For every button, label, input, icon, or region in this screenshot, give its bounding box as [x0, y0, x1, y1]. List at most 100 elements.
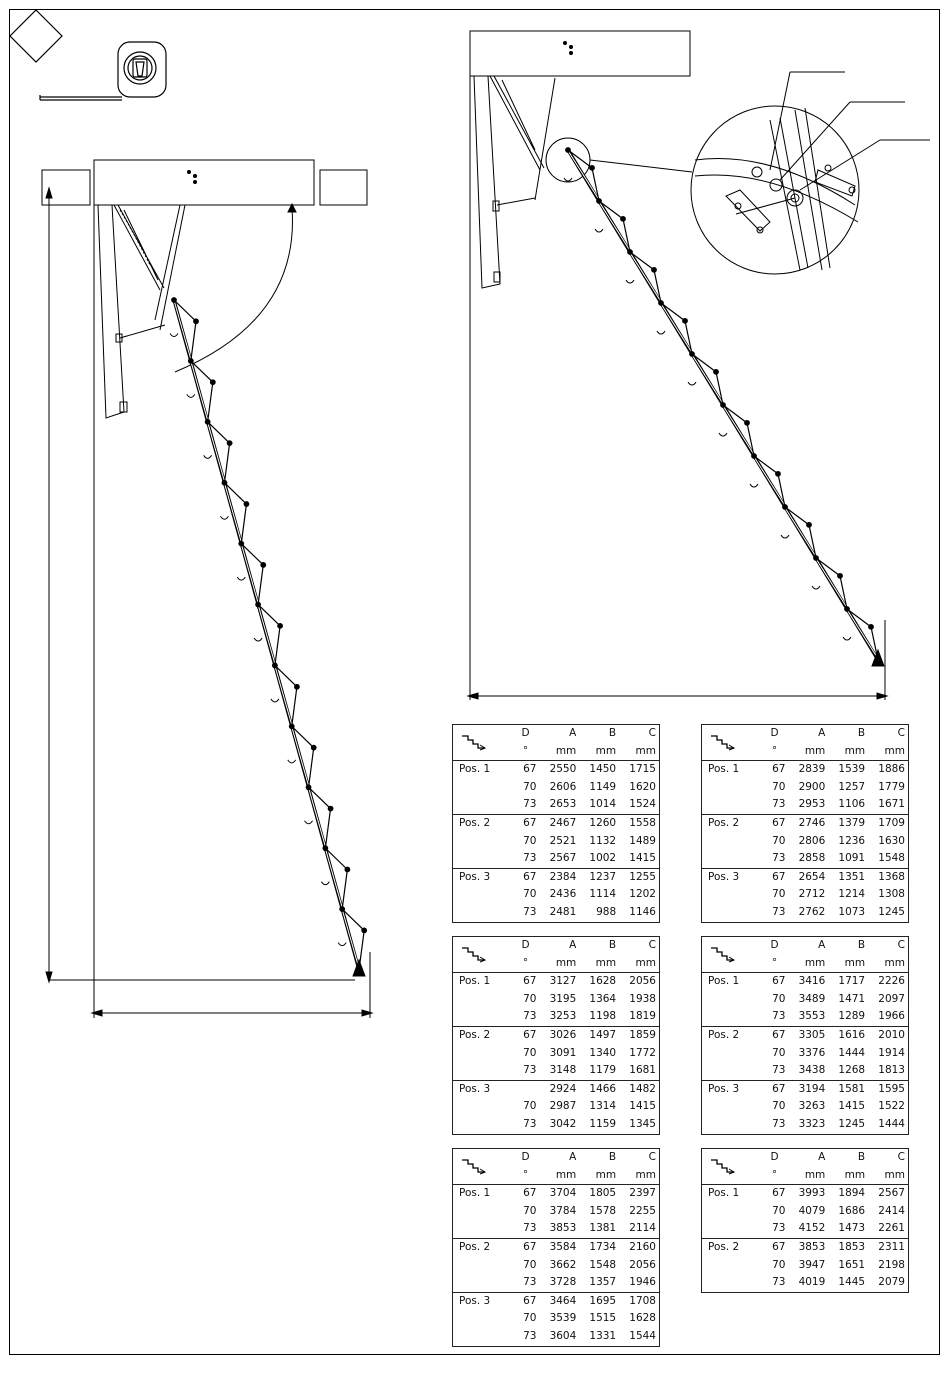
table-cell: 67	[772, 975, 786, 988]
ladder-link	[660, 302, 686, 322]
table-cell: 3376	[798, 1046, 826, 1059]
ladder-rail-highlight	[308, 788, 327, 848]
table-cell: 67	[523, 1028, 537, 1041]
ladder-link	[308, 786, 331, 810]
table-cell: 1214	[838, 888, 866, 901]
table-cell: 70	[772, 888, 786, 901]
ladder-pivot	[344, 866, 351, 873]
position-label	[453, 904, 513, 922]
col-d: D	[521, 1151, 530, 1163]
table-cell: 3662	[549, 1258, 577, 1271]
table-cell: 2079	[878, 1276, 905, 1289]
table-cell: 2198	[878, 1258, 905, 1271]
col-a: A	[818, 939, 826, 951]
table-cell: 1938	[629, 992, 656, 1005]
table-cell: 1444	[838, 1046, 866, 1059]
ladder-step	[287, 759, 297, 764]
col-b: B	[608, 727, 617, 739]
col-a: A	[569, 939, 577, 951]
ladder-pivot	[294, 683, 300, 690]
table-cell: 1368	[878, 870, 905, 883]
detail-magnified	[694, 107, 859, 271]
table-cell: 1772	[629, 1046, 656, 1059]
ladder-pivot	[844, 606, 850, 612]
table-cell: 1544	[629, 1329, 656, 1342]
ladder-pivot	[255, 601, 261, 608]
table-cell: 1671	[867, 796, 908, 815]
ladder-step	[169, 333, 179, 337]
table-cell: 73	[772, 1276, 786, 1289]
ladder-step	[270, 698, 280, 703]
position-label: Pos. 2	[708, 1240, 740, 1253]
table-cell: 1946	[618, 1274, 659, 1293]
ladder-rail-highlight	[660, 303, 693, 354]
ladder-step	[203, 455, 213, 459]
ladder-rail-highlight	[224, 483, 242, 543]
table-cell: 1695	[589, 1294, 617, 1307]
table-cell: 73	[761, 850, 788, 869]
table-cell: 1539	[838, 763, 866, 776]
ladder-rail-highlight	[274, 666, 293, 726]
position-label: Pos. 3	[459, 870, 491, 883]
table-cell: 2900	[798, 780, 826, 793]
table-cell: 2654	[798, 870, 826, 883]
table-cell: 1146	[629, 905, 656, 918]
table-cell: 73	[512, 1062, 539, 1081]
ladder-link	[839, 575, 848, 610]
table-cell: 1002	[578, 850, 619, 869]
ladder-pivot	[221, 479, 228, 486]
ladder-link	[591, 167, 600, 202]
unit-a: mm	[787, 1166, 828, 1186]
table-cell: 2097	[878, 992, 905, 1005]
table-cell: 1114	[589, 888, 617, 901]
table-cell: 2653	[538, 796, 579, 815]
table-cell: 3489	[798, 992, 826, 1005]
table-cell: 3853	[538, 1220, 579, 1239]
table-cell: 70	[523, 780, 537, 793]
table-cell: 73	[512, 796, 539, 815]
position-label: Pos. 1	[708, 1187, 740, 1200]
ladder-rail-highlight	[815, 558, 848, 609]
table-cell: 2606	[549, 780, 577, 793]
table-cell: 2160	[629, 1240, 656, 1253]
ladder-link	[207, 421, 231, 444]
ladder-pivot	[682, 317, 688, 324]
position-label	[702, 1116, 762, 1134]
position-label	[453, 1098, 513, 1116]
col-d: D	[770, 727, 779, 739]
table-cell: 3148	[538, 1062, 579, 1081]
stair-icon	[711, 735, 736, 751]
table-cell: 1415	[629, 1100, 656, 1113]
table-cell: 1450	[589, 763, 617, 776]
position-label	[702, 1098, 762, 1116]
table-cell: 1357	[578, 1274, 619, 1293]
table-cell: 1415	[618, 850, 659, 869]
table-cell: 1245	[878, 905, 905, 918]
unit-d: °	[512, 954, 539, 974]
table-cell: 1268	[827, 1062, 868, 1081]
table-cell: 3026	[549, 1028, 577, 1041]
right-elevation-drawing	[466, 30, 930, 700]
ladder-pivot	[361, 927, 368, 934]
table-cell: 70	[523, 1100, 537, 1113]
ladder-pivot	[651, 266, 657, 273]
position-label	[702, 886, 762, 904]
col-a: A	[569, 1151, 577, 1163]
position-label	[702, 1203, 762, 1221]
table-cell: 70	[772, 1046, 786, 1059]
ladder-rail-highlight	[598, 201, 631, 252]
table-cell: 3539	[549, 1312, 577, 1325]
ladder-pivot	[720, 402, 726, 408]
